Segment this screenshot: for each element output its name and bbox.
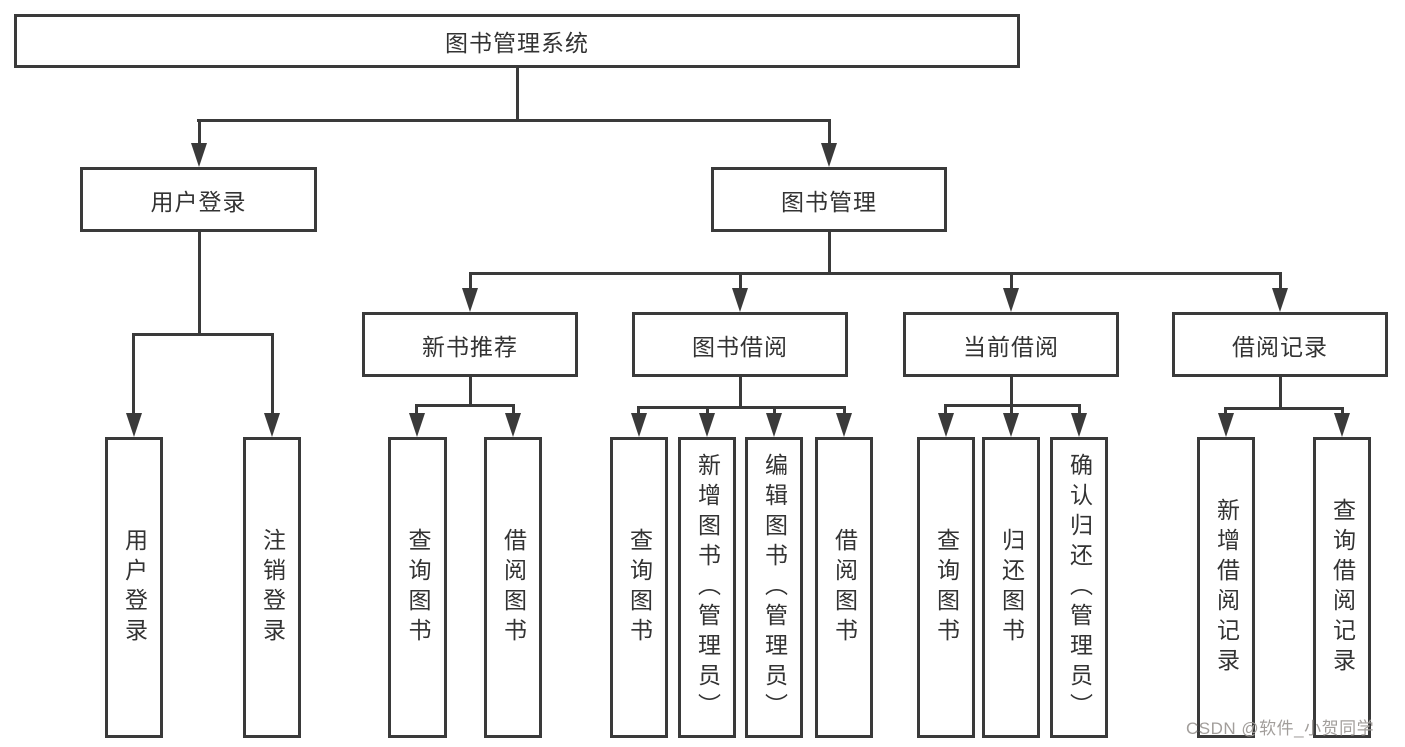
arrowhead-icon bbox=[191, 143, 207, 167]
node-label: 用户登录 bbox=[150, 188, 247, 215]
connector-line bbox=[637, 406, 846, 409]
arrowhead-icon bbox=[699, 413, 715, 437]
node-label: 借阅记录 bbox=[1232, 333, 1328, 360]
connector-line bbox=[828, 119, 831, 145]
csdn-watermark: CSDN @软件_小贺同学 bbox=[1186, 719, 1375, 738]
node-label: 图书借阅 bbox=[692, 333, 788, 360]
node-label: 归还图书 bbox=[998, 527, 1025, 648]
connector-line bbox=[197, 119, 831, 122]
connector-line bbox=[739, 272, 742, 289]
connector-line bbox=[512, 404, 515, 414]
leaf-user-login: 用户登录 bbox=[105, 437, 163, 738]
arrowhead-icon bbox=[264, 413, 280, 437]
arrowhead-icon bbox=[631, 413, 647, 437]
connector-line bbox=[469, 377, 472, 407]
connector-line bbox=[1279, 272, 1282, 289]
connector-line bbox=[706, 406, 709, 414]
node-library-management-system: 图书管理系统 bbox=[14, 14, 1020, 68]
node-borrowing-records: 借阅记录 bbox=[1172, 312, 1388, 377]
leaf-borrow-books: 借阅图书 bbox=[815, 437, 873, 738]
connector-line bbox=[415, 404, 418, 414]
leaf-edit-book-admin: 编辑图书（管理员） bbox=[745, 437, 803, 738]
connector-line bbox=[271, 333, 274, 413]
arrowhead-icon bbox=[1272, 288, 1288, 312]
connector-line bbox=[944, 404, 947, 414]
arrowhead-icon bbox=[462, 288, 478, 312]
connector-line bbox=[132, 333, 135, 413]
connector-line bbox=[132, 333, 274, 336]
arrowhead-icon bbox=[938, 413, 954, 437]
node-label: 查询图书 bbox=[933, 527, 960, 648]
connector-line bbox=[415, 404, 515, 407]
arrowhead-icon bbox=[732, 288, 748, 312]
connector-line bbox=[1010, 377, 1013, 407]
connector-line bbox=[1224, 407, 1344, 410]
arrowhead-icon bbox=[409, 413, 425, 437]
node-new-book-recommendation: 新书推荐 bbox=[362, 312, 578, 377]
arrowhead-icon bbox=[1218, 413, 1234, 437]
node-book-borrowing: 图书借阅 bbox=[632, 312, 848, 377]
leaf-confirm-return-admin: 确认归还（管理员） bbox=[1050, 437, 1108, 738]
arrowhead-icon bbox=[126, 413, 142, 437]
node-label: 用户登录 bbox=[121, 527, 148, 648]
arrowhead-icon bbox=[1071, 413, 1087, 437]
node-label: 当前借阅 bbox=[963, 333, 1059, 360]
node-label: 查询图书 bbox=[405, 527, 431, 648]
arrowhead-icon bbox=[1003, 288, 1019, 312]
node-label: 查询图书 bbox=[626, 527, 653, 648]
node-label: 确认归还（管理员） bbox=[1066, 452, 1093, 723]
arrowhead-icon bbox=[1334, 413, 1350, 437]
node-label: 借阅图书 bbox=[500, 527, 527, 648]
node-label: 借阅图书 bbox=[831, 527, 858, 648]
node-user-login: 用户登录 bbox=[80, 167, 317, 232]
arrowhead-icon bbox=[1003, 413, 1019, 437]
node-current-borrowing: 当前借阅 bbox=[903, 312, 1119, 377]
arrowhead-icon bbox=[836, 413, 852, 437]
leaf-borrow-books: 借阅图书 bbox=[484, 437, 542, 738]
arrowhead-icon bbox=[766, 413, 782, 437]
connector-line bbox=[1279, 377, 1282, 410]
connector-line bbox=[1341, 407, 1344, 414]
connector-line bbox=[1010, 272, 1013, 289]
connector-line bbox=[1078, 404, 1081, 414]
node-label: 图书管理系统 bbox=[445, 30, 589, 56]
node-book-management: 图书管理 bbox=[711, 167, 947, 232]
leaf-return-books: 归还图书 bbox=[982, 437, 1040, 738]
connector-line bbox=[843, 406, 846, 414]
connector-line bbox=[469, 272, 1282, 275]
connector-line bbox=[1224, 407, 1227, 414]
node-label: 注销登录 bbox=[259, 527, 286, 648]
node-label: 新增借阅记录 bbox=[1213, 497, 1240, 678]
leaf-add-book-admin: 新增图书（管理员） bbox=[678, 437, 736, 738]
node-label: 查询借阅记录 bbox=[1329, 497, 1356, 678]
connector-line bbox=[198, 119, 201, 145]
leaf-query-books: 查询图书 bbox=[388, 437, 447, 738]
leaf-query-books: 查询图书 bbox=[917, 437, 975, 738]
connector-line bbox=[469, 272, 472, 289]
connector-line bbox=[516, 68, 519, 122]
connector-line bbox=[1010, 404, 1013, 414]
node-label: 新书推荐 bbox=[422, 333, 518, 360]
connector-line bbox=[739, 377, 742, 409]
leaf-logout: 注销登录 bbox=[243, 437, 301, 738]
leaf-add-borrow-record: 新增借阅记录 bbox=[1197, 437, 1255, 738]
connector-line bbox=[198, 232, 201, 336]
connector-line bbox=[637, 406, 640, 414]
connector-line bbox=[773, 406, 776, 414]
leaf-query-books: 查询图书 bbox=[610, 437, 668, 738]
arrowhead-icon bbox=[505, 413, 521, 437]
arrowhead-icon bbox=[821, 143, 837, 167]
node-label: 编辑图书（管理员） bbox=[761, 452, 788, 723]
node-label: 新增图书（管理员） bbox=[694, 452, 721, 723]
leaf-query-borrow-record: 查询借阅记录 bbox=[1313, 437, 1371, 738]
node-label: 图书管理 bbox=[781, 188, 877, 215]
connector-line bbox=[828, 232, 831, 275]
